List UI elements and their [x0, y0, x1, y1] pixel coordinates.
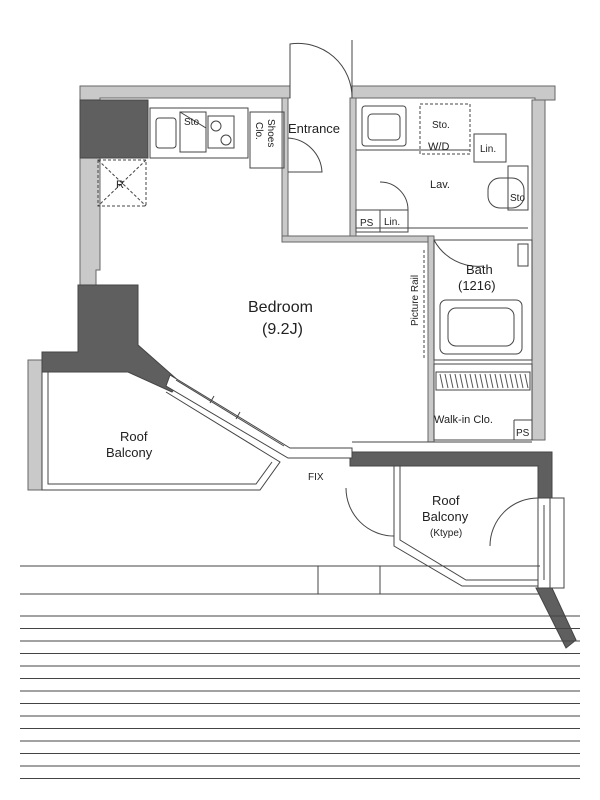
- bath-size: (1216): [458, 278, 496, 293]
- right-roof-balcony-outline: [393, 466, 565, 589]
- entrance-label: Entrance: [288, 121, 340, 136]
- ktype-label: (Ktype): [430, 528, 462, 539]
- closet-stripe: [484, 373, 489, 389]
- closet-stripe: [519, 373, 524, 389]
- closet-stripe: [524, 373, 529, 389]
- roof-balcony-left-1: Roof: [120, 429, 148, 444]
- closet-stripe: [509, 373, 514, 389]
- bath-label: Bath: [466, 262, 493, 277]
- lav-label: Lav.: [430, 179, 450, 191]
- roof-balcony-left-2: Balcony: [106, 445, 153, 460]
- structural-columns: [41, 99, 577, 649]
- walkin-shelf: [435, 371, 531, 391]
- ps-walkin-label: PS: [516, 428, 530, 439]
- toilet-sto-label: Sto: [510, 193, 525, 204]
- closet-stripe: [454, 373, 459, 389]
- ps-hall-label: PS: [360, 218, 374, 229]
- left-roof-balcony-outline: [41, 372, 281, 491]
- angled-window-wall: [165, 374, 353, 459]
- lav-fixtures: [355, 103, 529, 233]
- kitchen-fixtures: [155, 111, 235, 153]
- closet-stripe: [449, 373, 454, 389]
- roof-balcony-right-2: Balcony: [422, 509, 469, 524]
- picture-rail-label: Picture Rail: [410, 275, 421, 326]
- fix-label: FIX: [308, 472, 324, 483]
- closet-stripe: [474, 373, 479, 389]
- closet-stripe: [494, 373, 499, 389]
- balcony-slats: [20, 565, 580, 779]
- closet-stripe: [464, 373, 469, 389]
- bath-fixtures: [439, 243, 529, 355]
- closet-stripe: [459, 373, 464, 389]
- interior-partitions: [149, 107, 533, 443]
- doors: [287, 40, 539, 547]
- closet-stripe: [504, 373, 509, 389]
- shoes-label: Shoes: [265, 119, 276, 147]
- closet-stripe: [479, 373, 484, 389]
- walkin-label: Walk-in Clo.: [434, 414, 493, 426]
- lav-sto-label: Sto.: [432, 120, 450, 131]
- fridge-label: R: [116, 179, 124, 191]
- closet-stripe: [439, 373, 444, 389]
- bedroom-size: (9.2J): [262, 321, 303, 338]
- wd-label: W/D: [428, 141, 449, 153]
- kitchen-sto-label: Sto: [184, 117, 199, 128]
- lin-lav-label: Lin.: [480, 144, 496, 155]
- bedroom-label: Bedroom: [248, 299, 313, 316]
- lin-hall-label: Lin.: [384, 217, 400, 228]
- closet-stripe: [469, 373, 474, 389]
- closet-stripe: [444, 373, 449, 389]
- closet-stripe: [499, 373, 504, 389]
- closet-stripe: [514, 373, 519, 389]
- kitchen-sto-diagonal: [179, 111, 207, 129]
- fridge: [97, 159, 147, 207]
- clo-label: Clo.: [253, 122, 264, 140]
- roof-balcony-right-1: Roof: [432, 493, 460, 508]
- closet-stripe: [489, 373, 494, 389]
